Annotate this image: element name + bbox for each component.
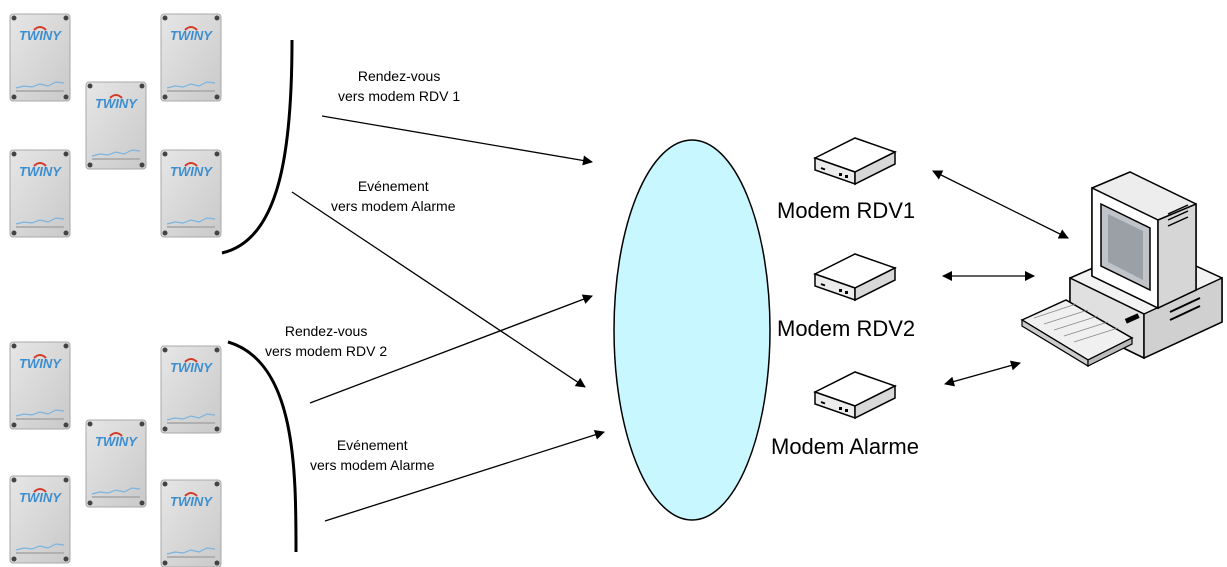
label-event-bottom-line1: Evénement [336,437,408,453]
modem-rdv2-icon [814,253,896,301]
twiny-device-top-5 [160,149,222,238]
modem-rdv1-label: Modem RDV1 [777,198,916,223]
twiny-device-top-2 [160,13,222,102]
arrow-event-bottom [324,429,605,522]
label-event-bottom: Evénement vers modem Alarme [310,435,434,475]
twiny-device-bottom-2 [160,345,222,434]
twiny-device-bottom-3 [85,419,147,508]
network-ellipse [613,139,771,521]
modem-rdv1-icon [814,137,896,185]
label-rdv1-line1: Rendez-vous [357,68,441,84]
label-rdv2-line2: vers modem RDV 2 [265,343,388,359]
label-event-bottom-line2: vers modem Alarme [310,457,435,473]
twiny-device-top-4 [9,149,71,238]
modem-alarme-label: Modem Alarme [771,434,919,459]
link-alarme-computer [944,360,1021,387]
twiny-device-bottom-1 [9,341,71,430]
label-rdv2-line1: Rendez-vous [284,323,368,339]
arrow-rdv1 [321,115,593,166]
group-bracket-top [221,39,294,255]
arrow-rdv2 [309,294,593,404]
label-event-top: Evénement vers modem Alarme [331,176,455,216]
label-event-top-line2: vers modem Alarme [331,198,456,214]
twiny-device-bottom-4 [9,475,71,564]
twiny-device-bottom-5 [160,479,222,567]
label-event-top-line1: Evénement [357,178,429,194]
twiny-device-top-3 [85,81,147,170]
computer-icon [1020,171,1223,368]
modem-alarme-icon [814,371,896,419]
modem-rdv2-label: Modem RDV2 [777,316,916,341]
arrow-event-top [291,191,586,388]
link-rdv1-computer [932,170,1069,239]
twiny-device-top-1 [9,13,71,102]
group-bracket-bottom [227,340,298,553]
label-rdv1-line2: vers modem RDV 1 [338,88,461,104]
label-rdv1: Rendez-vous vers modem RDV 1 [338,66,460,106]
label-rdv2: Rendez-vous vers modem RDV 2 [265,321,387,361]
